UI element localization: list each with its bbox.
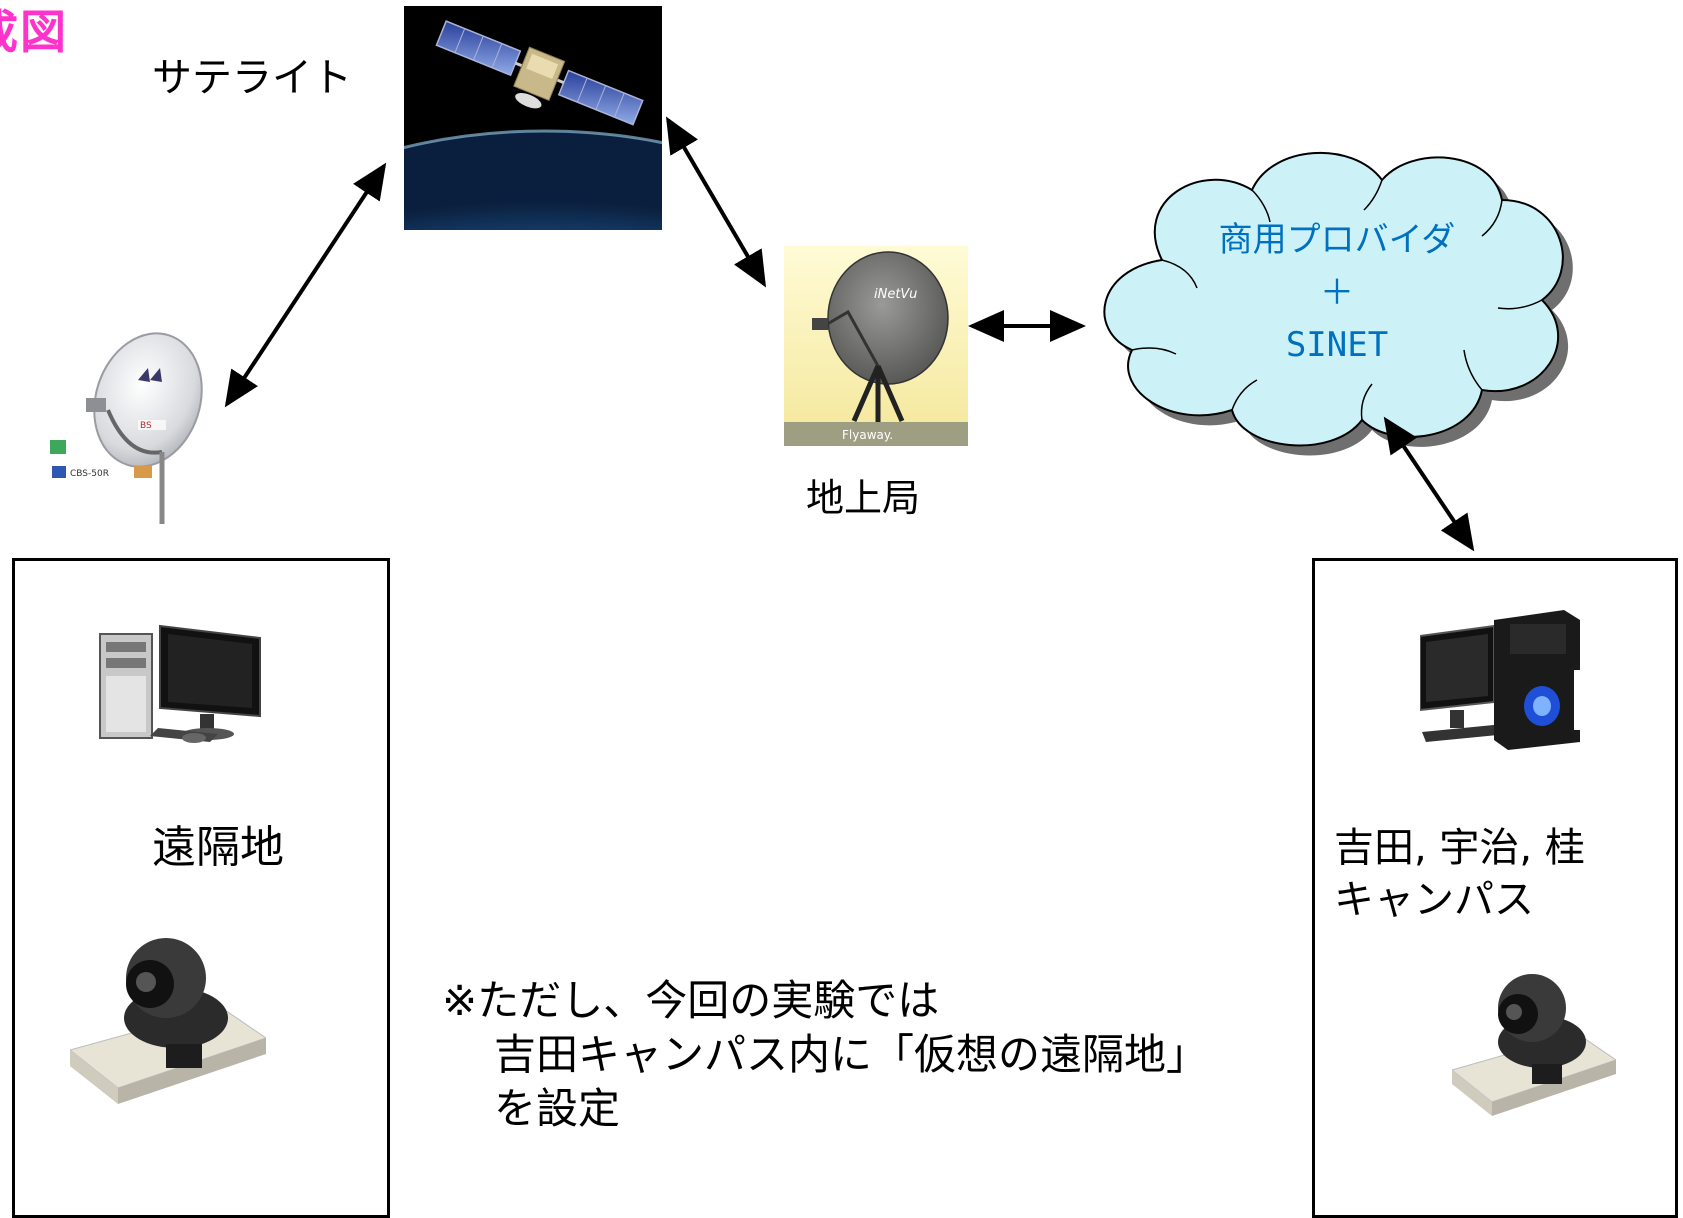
cloud-text-sinet: SINET xyxy=(1285,325,1389,366)
satellite-dish-image: BS CBS-50R xyxy=(50,328,210,524)
satellite-image xyxy=(404,6,662,230)
dish-brand-text: BS xyxy=(140,421,152,431)
network-cloud: 商用プロバイダ ＋ SINET xyxy=(1092,140,1582,470)
ground-station-caption-text: Flyaway. xyxy=(842,428,893,442)
note-line3: を設定 xyxy=(494,1084,621,1133)
campus-label-line2: キャンパス xyxy=(1334,877,1534,923)
campus-pc-image xyxy=(1420,610,1580,750)
campus-label-line1: 吉田, 宇治, 桂 xyxy=(1334,825,1585,871)
dish-model-text: CBS-50R xyxy=(70,469,109,479)
cloud-text-provider: 商用プロバイダ xyxy=(1218,220,1456,260)
remote-pc-image xyxy=(98,624,266,744)
diagram-title: 成図 xyxy=(0,5,68,59)
ground-station-image: iNetVu Flyaway. xyxy=(784,246,968,446)
remote-site-label: 遠隔地 xyxy=(152,822,284,873)
ground-station-label: 地上局 xyxy=(806,476,921,520)
cloud-text-plus: ＋ xyxy=(1320,272,1354,313)
arrow-dish-satellite xyxy=(224,162,387,408)
arrow-cloud-campus xyxy=(1383,416,1475,552)
ground-station-brand-text: iNetVu xyxy=(874,287,917,302)
remote-camera-image xyxy=(70,938,266,1108)
note-line1: ※ただし、今回の実験では xyxy=(442,976,940,1025)
campus-camera-image xyxy=(1452,974,1616,1118)
note-line2: 吉田キャンパス内に「仮想の遠隔地」 xyxy=(494,1030,1209,1079)
satellite-label: サテライト xyxy=(152,55,352,101)
arrow-satellite-ground xyxy=(665,116,767,288)
